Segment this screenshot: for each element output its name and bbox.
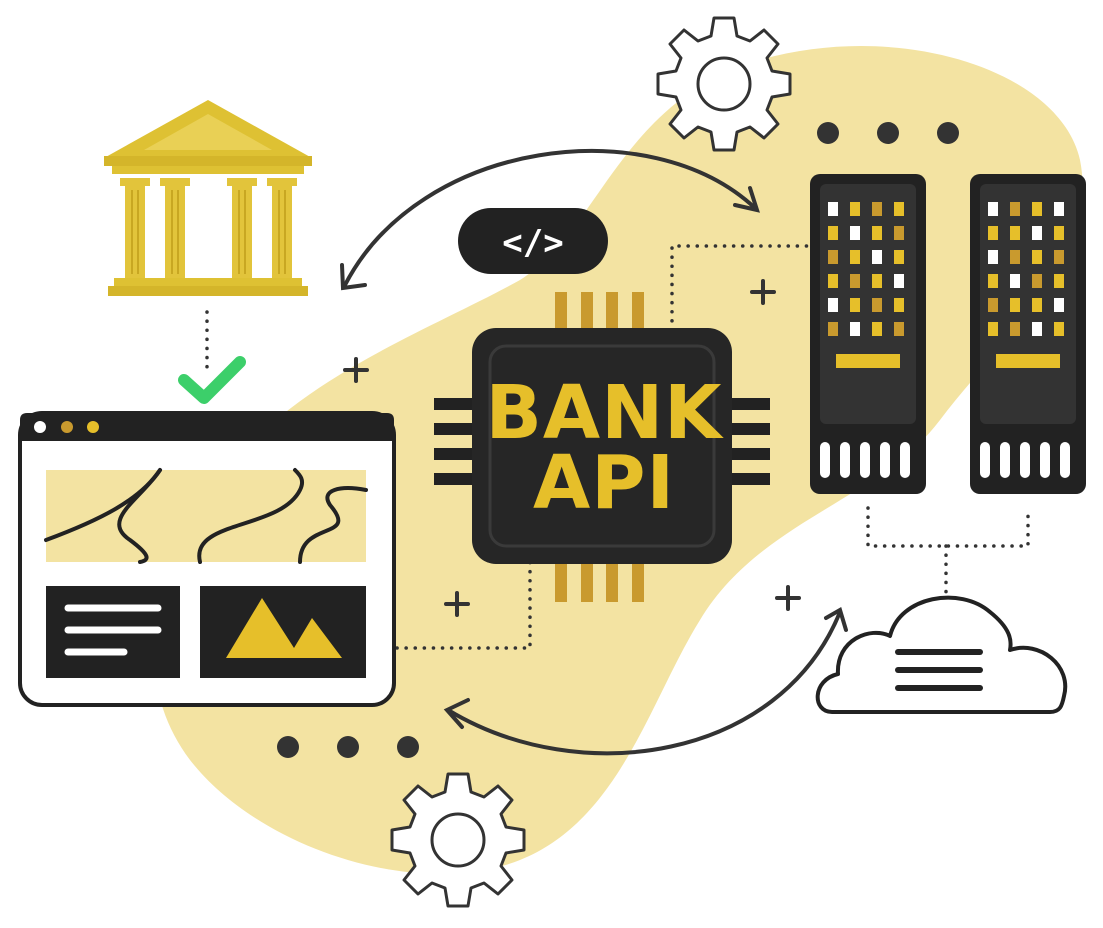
mountain-image-icon xyxy=(226,598,342,658)
chip-label-line2: API xyxy=(533,440,675,526)
gear-icon xyxy=(656,16,792,152)
code-tag-icon: </> xyxy=(502,223,563,263)
ellipsis-dots-icon xyxy=(817,122,959,144)
bank-building-icon xyxy=(104,100,312,296)
plus-icon xyxy=(444,591,470,617)
checkmark-icon xyxy=(178,356,246,404)
gear-icon xyxy=(390,772,526,908)
window-dot-icon xyxy=(87,421,99,433)
window-dot-icon xyxy=(34,421,46,433)
sync-arrow-bottom xyxy=(443,607,848,756)
window-dot-icon xyxy=(61,421,73,433)
sync-arrow-top xyxy=(340,149,760,291)
cloud-storage-icon xyxy=(815,595,1068,714)
map-banner xyxy=(46,470,366,562)
browser-window-icon xyxy=(18,411,396,707)
plus-icon xyxy=(343,357,369,383)
dotted-connectors xyxy=(205,244,1030,650)
chip-label-line1: BANK xyxy=(486,370,725,456)
plus-icon xyxy=(775,585,801,611)
server-rack-icon xyxy=(970,174,1086,494)
code-tag-badge: </> xyxy=(458,208,608,274)
server-rack-icon xyxy=(810,174,926,494)
ellipsis-dots-icon xyxy=(277,736,419,758)
plus-icon xyxy=(750,279,776,305)
processor-chip-icon: BANK API xyxy=(434,292,770,602)
